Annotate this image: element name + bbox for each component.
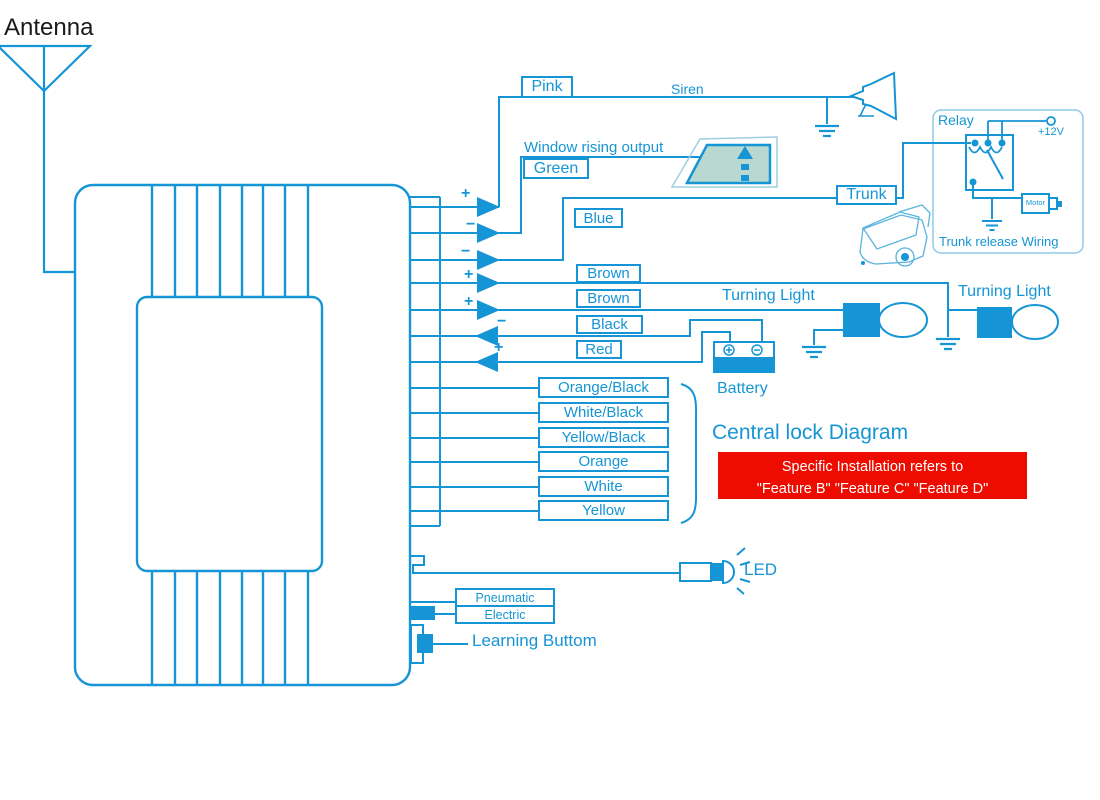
plus12v-label: +12V <box>1038 126 1064 138</box>
brown-wire-label-2: Brown <box>576 289 641 308</box>
installation-warning-box: Specific Installation refers to "Feature… <box>718 452 1027 499</box>
brown-wire-label-1: Brown <box>576 264 641 283</box>
trunk-release-wiring-label: Trunk release Wiring <box>939 234 1059 249</box>
harness-wire-label: White/Black <box>538 402 669 423</box>
siren-horn-icon <box>848 71 898 121</box>
window-rising-icon <box>670 136 778 188</box>
harness-wire-label: Orange/Black <box>538 377 669 398</box>
polarity-sign-green: − <box>466 216 476 233</box>
turning-light-left-icon <box>802 302 928 359</box>
learning-button-connector <box>410 624 433 664</box>
battery-icon <box>713 341 775 373</box>
warning-line-2: "Feature B" "Feature C" "Feature D" <box>756 480 989 497</box>
motor-label: Motor <box>1025 198 1046 207</box>
green-wire-label: Green <box>523 158 589 179</box>
electric-label: Electric <box>484 607 526 622</box>
relay-label: Relay <box>938 112 974 128</box>
red-wire-label: Red <box>576 340 622 359</box>
harness-wire-label: Yellow/Black <box>538 427 669 448</box>
wire-arrows <box>475 197 500 372</box>
siren-label: Siren <box>671 81 704 97</box>
blue-wire-label: Blue <box>574 208 623 228</box>
car-rear-sketch <box>859 204 931 267</box>
trunk-label: Trunk <box>836 185 897 205</box>
battery-label: Battery <box>717 380 768 397</box>
window-rising-output-label: Window rising output <box>524 139 664 156</box>
siren-ground-icon <box>815 124 839 138</box>
turning-light-right-label: Turning Light <box>958 283 1051 300</box>
polarity-sign-blue: − <box>461 243 471 260</box>
harness-wire-label: White <box>538 476 669 497</box>
pink-wire-label: Pink <box>521 76 573 98</box>
control-unit <box>73 183 412 687</box>
arrow-right-brown2 <box>477 300 500 320</box>
black-wire-label: Black <box>576 315 643 334</box>
harness-wire-label: Yellow <box>538 500 669 521</box>
learning-button-label: Learning Buttom <box>472 631 597 650</box>
red-battery-wire <box>440 331 731 363</box>
turning-light-left-label: Turning Light <box>722 287 815 304</box>
polarity-sign-red: + <box>494 339 504 356</box>
diagram-title: Central lock Diagram <box>712 421 909 444</box>
led-label: LED <box>744 560 778 579</box>
polarity-sign-brown2: + <box>464 293 474 310</box>
arrow-left-black <box>475 326 498 346</box>
antenna-label: Antenna <box>4 14 94 41</box>
pneumatic-wires <box>409 601 455 615</box>
polarity-sign-pink: + <box>461 185 471 202</box>
pneumatic-electric-box: Pneumatic Electric <box>455 588 555 624</box>
brown-wire-right-light <box>440 282 977 337</box>
arrow-right-green <box>477 223 500 243</box>
led-lamp-icon <box>679 547 751 595</box>
step-connector <box>409 555 426 574</box>
harness-wires <box>440 387 538 512</box>
arrow-left-red <box>475 352 498 372</box>
connector-ladder <box>409 196 441 527</box>
pneumatic-connector <box>409 606 435 620</box>
polarity-sign-brown1: + <box>464 266 474 283</box>
polarity-sign-black: − <box>497 313 507 330</box>
harness-bracket <box>680 383 698 524</box>
relay-block <box>903 109 1084 254</box>
black-battery-wire <box>440 319 763 342</box>
arrow-right-blue <box>477 250 500 270</box>
arrow-right-pink <box>477 197 500 217</box>
warning-line-1: Specific Installation refers to <box>781 459 964 475</box>
harness-wire-label: Orange <box>538 451 669 472</box>
antenna-symbol <box>0 44 93 274</box>
arrow-right-brown1 <box>477 273 500 293</box>
pneumatic-label: Pneumatic <box>457 590 553 607</box>
turning-light-right-icon <box>936 304 1059 351</box>
